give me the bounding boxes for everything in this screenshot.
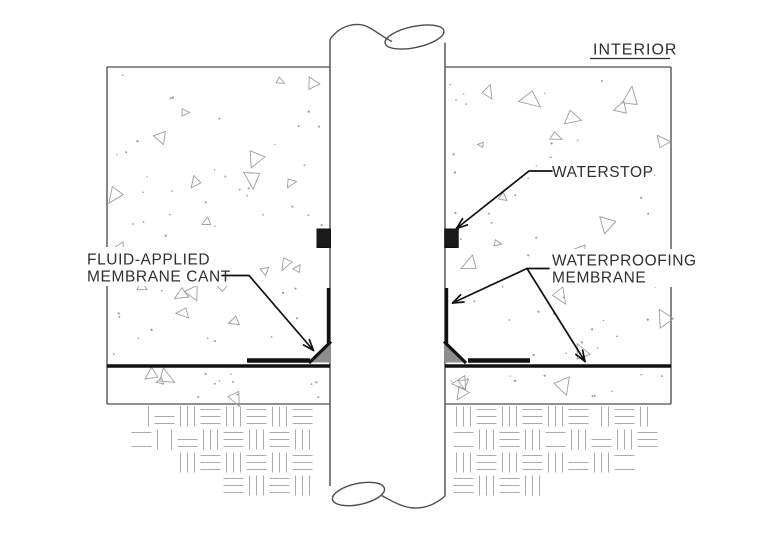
- waterproofing-label-line2: MEMBRANE: [552, 270, 646, 287]
- membrane-over-cants: [307, 340, 468, 365]
- pipe-body: [331, 24, 444, 508]
- concrete-slab-outline: [106, 66, 672, 405]
- labels: INTERIOR WATERSTOP FLUID-APPLIED MEMBRAN…: [87, 42, 697, 287]
- membrane-pipe-wraps: [326, 288, 449, 343]
- waterproofing-leader-2: [526, 267, 586, 363]
- waterproofing-label-halo: [544, 249, 694, 287]
- waterstops: [316, 228, 459, 248]
- fluid-applied-label-line1: FLUID-APPLIED: [87, 252, 210, 269]
- earth-hatch: [131, 406, 658, 496]
- pipe-top-break-ellipse: [384, 24, 445, 50]
- waterproofing-label-line1: WATERPROOFING: [552, 253, 697, 270]
- fluid-applied-label-line2: MEMBRANE CANT: [87, 269, 231, 286]
- mud-slab-outline: [106, 367, 672, 405]
- pipe-top-break-curve: [329, 23, 393, 43]
- waterstop-arrowhead: [455, 217, 469, 230]
- waterstop-right: [444, 228, 459, 248]
- waterstop-label: WATERSTOP: [552, 164, 654, 181]
- cant-leader: [221, 274, 315, 352]
- pipe-bottom-break-ellipse: [331, 481, 386, 507]
- cant-label-halo: [80, 247, 232, 286]
- leader-lines: [221, 170, 586, 363]
- pipe-edges: [329, 39, 446, 496]
- waterproofing-membrane: [107, 288, 671, 368]
- waterstop-leader: [455, 170, 553, 230]
- waterproofing-leader-1: [451, 267, 550, 304]
- waterstop-left: [316, 228, 331, 248]
- pipe: [329, 23, 446, 509]
- waterproofing-arrowhead-2: [575, 349, 586, 363]
- pipe-bottom-break-curve: [381, 494, 446, 509]
- waterstop-label-halo: [546, 158, 654, 181]
- cant-arrowhead: [302, 338, 315, 352]
- waterproofing-arrowhead-1: [451, 294, 465, 304]
- interior-label: INTERIOR: [593, 42, 677, 59]
